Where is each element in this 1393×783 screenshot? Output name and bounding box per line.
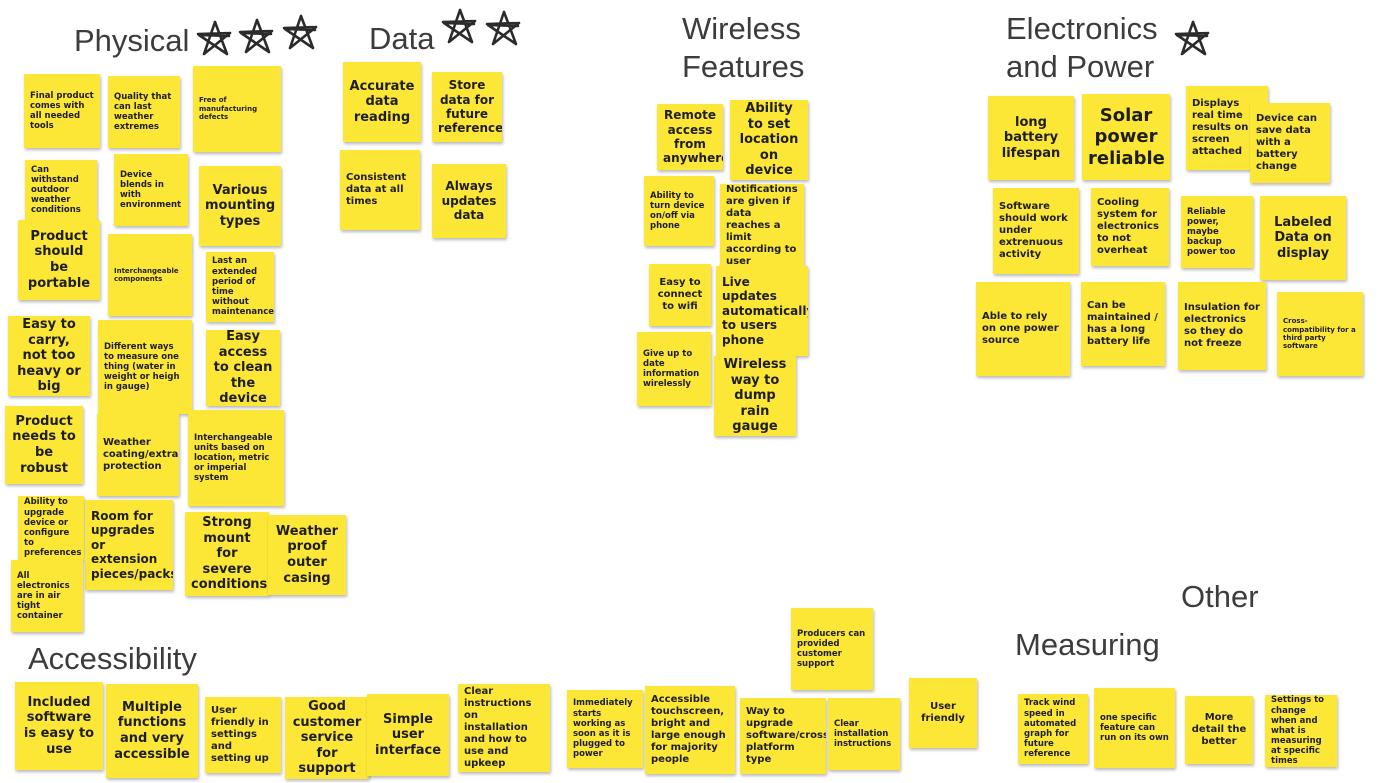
sticky-note[interactable]: Insulation for electronics so they do no…	[1178, 282, 1266, 370]
sticky-note[interactable]: Ability to upgrade device or configure t…	[18, 496, 84, 560]
sticky-note[interactable]: Cross-compatibility for a third party so…	[1277, 292, 1363, 376]
sticky-note[interactable]: Easy access to clean the device	[206, 330, 280, 406]
electronics-heading: Electronics and Power	[1006, 11, 1158, 84]
sticky-note[interactable]: Can withstand outdoor weather conditions	[25, 160, 97, 220]
sticky-note[interactable]: Ability to set location on device	[730, 100, 808, 180]
sticky-note[interactable]: Good customer service for support	[285, 697, 369, 779]
sticky-note[interactable]: Solar power reliable	[1082, 94, 1170, 180]
sticky-note[interactable]: Accessible touchscreen, bright and large…	[645, 686, 735, 774]
physical-heading: Physical	[74, 23, 190, 58]
sticky-note[interactable]: Able to rely on one power source	[976, 282, 1070, 376]
electronics-stars	[1174, 20, 1210, 56]
sticky-note[interactable]: Clear instructions on installation and h…	[458, 684, 550, 772]
sticky-note[interactable]: Weather proof outer casing	[268, 515, 346, 595]
sticky-note[interactable]: User friendly in settings and setting up	[205, 697, 281, 773]
star-icon	[196, 20, 232, 56]
data-stars	[441, 8, 521, 46]
sticky-note[interactable]: Interchangeable units based on location,…	[188, 410, 284, 506]
sticky-note[interactable]: Included software is easy to use	[15, 682, 103, 770]
sticky-note[interactable]: Give up to date information wirelessly	[637, 332, 711, 406]
sticky-note[interactable]: Strong mount for severe conditions	[185, 512, 269, 596]
star-icon	[1174, 20, 1210, 56]
sticky-note[interactable]: Live updates automatically to users phon…	[716, 266, 808, 356]
sticky-note[interactable]: Labeled Data on display	[1260, 196, 1346, 280]
sticky-note[interactable]: Different ways to measure one thing (wat…	[98, 320, 192, 414]
sticky-note[interactable]: More detail the better	[1185, 696, 1253, 764]
sticky-note[interactable]: Free of manufacturing defects	[193, 66, 281, 152]
sticky-note[interactable]: Clear installation instructions	[828, 698, 900, 770]
star-icon	[282, 14, 318, 50]
sticky-note[interactable]: Weather coating/extra protection	[97, 414, 179, 496]
data-heading: Data	[369, 21, 435, 56]
sticky-note[interactable]: Can be maintained / has a long battery l…	[1081, 282, 1165, 366]
sticky-note[interactable]: Final product comes with all needed tool…	[24, 74, 100, 148]
accessibility-heading: Accessibility	[28, 641, 197, 676]
sticky-note[interactable]: Track wind speed in automated graph for …	[1018, 694, 1088, 764]
sticky-note[interactable]: Consistent data at all times	[340, 150, 420, 230]
star-icon	[485, 10, 521, 46]
sticky-note[interactable]: Multiple functions and very accessible	[106, 684, 198, 778]
sticky-note[interactable]: Way to upgrade software/cross platform t…	[740, 698, 826, 774]
sticky-note[interactable]: Remote access from anywhere	[657, 104, 723, 170]
sticky-note[interactable]: Reliable power, maybe backup power too	[1181, 196, 1253, 268]
sticky-note[interactable]: All electronics are in air tight contain…	[11, 560, 83, 632]
sticky-note[interactable]: Simple user interface	[367, 694, 449, 776]
other-heading: Other	[1181, 579, 1259, 614]
sticky-note[interactable]: Easy to connect to wifi	[649, 264, 711, 326]
sticky-note[interactable]: User friendly	[909, 678, 977, 748]
sticky-note[interactable]: Ability to turn device on/off via phone	[644, 176, 714, 246]
sticky-note[interactable]: long battery lifespan	[988, 96, 1074, 180]
sticky-note[interactable]: Room for upgrades or extension pieces/pa…	[85, 500, 173, 590]
sticky-note[interactable]: Accurate data reading	[343, 62, 421, 142]
sticky-note[interactable]: Store data for future reference	[432, 72, 502, 142]
sticky-note[interactable]: Last an extended period of time without …	[206, 252, 274, 322]
sticky-note[interactable]: Wireless way to dump rain gauge	[714, 356, 796, 436]
sticky-note[interactable]: Immediately starts working as soon as it…	[567, 690, 643, 768]
sticky-note[interactable]: Always updates data	[432, 164, 506, 238]
sticky-note[interactable]: Software should work under extrenuous ac…	[993, 188, 1079, 274]
sticky-note[interactable]: Settings to change when and what is meas…	[1265, 695, 1337, 767]
sticky-note[interactable]: Quality that can last weather extremes	[108, 76, 180, 148]
sticky-note[interactable]: Various mounting types	[199, 166, 281, 246]
sticky-note[interactable]: Notifications are given if data reaches …	[720, 184, 804, 268]
measuring-heading: Measuring	[1015, 627, 1160, 662]
physical-stars	[196, 14, 318, 56]
star-icon	[238, 18, 274, 54]
sticky-note[interactable]: Producers can provided customer support	[791, 608, 873, 690]
sticky-note[interactable]: Product should be portable	[18, 220, 100, 300]
sticky-note[interactable]: Product needs to be robust	[5, 406, 83, 484]
sticky-note[interactable]: Easy to carry, not too heavy or big	[8, 316, 90, 396]
sticky-note[interactable]: one specific feature can run on its own	[1094, 688, 1175, 768]
sticky-note[interactable]: Device blends in with environment	[114, 154, 188, 226]
sticky-note[interactable]: Cooling system for electronics to not ov…	[1091, 188, 1169, 266]
sticky-note[interactable]: Device can save data with a battery chan…	[1250, 103, 1330, 183]
star-icon	[441, 8, 477, 44]
wireless-heading: Wireless Features	[682, 11, 805, 84]
sticky-note[interactable]: Interchangeable components	[108, 234, 192, 316]
